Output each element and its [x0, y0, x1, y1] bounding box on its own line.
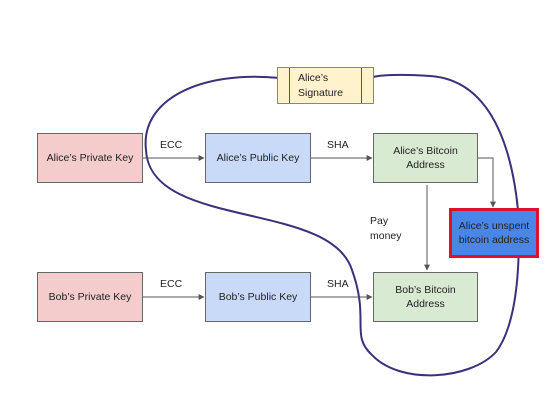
arrow-alice-to-unspent: [478, 157, 496, 208]
bob-public-key-label: Bob’s Public Key: [218, 290, 298, 303]
alice-signature-label: Alice’s Signature: [298, 72, 343, 99]
alice-private-key-label: Alice’s Private Key: [46, 151, 134, 164]
bob-ecc-label: ECC: [160, 278, 183, 290]
bob-private-key-label: Bob’s Private Key: [48, 290, 132, 303]
alice-public-key-label: Alice’s Public Key: [216, 151, 300, 164]
alice-unspent-address-label: Alice’s unspent bitcoin address: [458, 219, 530, 246]
alice-bitcoin-address-box: Alice’s Bitcoin Address: [373, 133, 478, 183]
pay-money-label: Pay money: [370, 215, 402, 242]
bob-bitcoin-address-label: Bob’s Bitcoin Address: [395, 283, 456, 310]
signature-left-rule: [289, 68, 290, 103]
alice-signature-box: Alice’s Signature: [277, 67, 374, 104]
alice-sha-label: SHA: [327, 139, 349, 151]
alice-unspent-address-box: Alice’s unspent bitcoin address: [449, 208, 539, 258]
bob-bitcoin-address-box: Bob’s Bitcoin Address: [373, 272, 478, 322]
signature-loop: [144, 73, 520, 377]
bob-public-key-box: Bob’s Public Key: [205, 272, 311, 322]
bob-private-key-box: Bob’s Private Key: [37, 272, 143, 322]
signature-right-rule: [361, 68, 362, 103]
alice-bitcoin-address-label: Alice’s Bitcoin Address: [393, 144, 458, 171]
alice-private-key-box: Alice’s Private Key: [37, 133, 143, 183]
alice-public-key-box: Alice’s Public Key: [205, 133, 311, 183]
alice-ecc-label: ECC: [160, 139, 183, 151]
bob-sha-label: SHA: [327, 278, 349, 290]
